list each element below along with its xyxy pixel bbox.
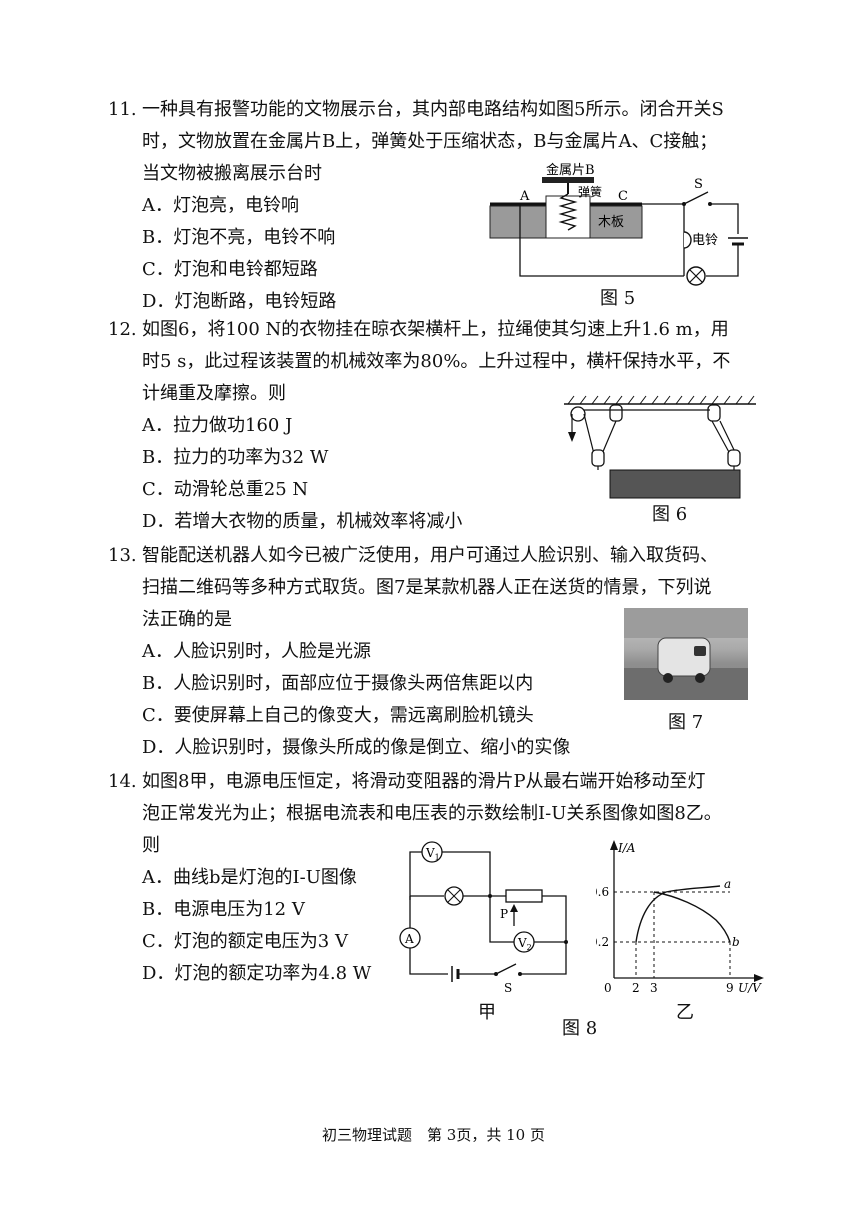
bell-icon (683, 231, 692, 249)
board-cavity (545, 195, 591, 239)
ceiling-hatch (567, 395, 755, 405)
curve-b-label: b (732, 935, 740, 949)
question-text: 一种具有报警功能的文物展示台，其内部电路结构如图5所示。闭合开关S (142, 99, 724, 120)
figure-5-circuit: 金属片B 弹簧 A C 木板 S 电铃 (489, 162, 748, 286)
figure-8-caption: 图 8 (562, 1018, 598, 1039)
question-number: 11. (108, 99, 137, 120)
x-tick-label: 9 (726, 981, 734, 995)
question-12: 12.如图6，将100 N的衣物挂在晾衣架横杆上，拉绳使其匀速上升1.6 m，用… (108, 314, 808, 538)
delivery-robot-icon (624, 608, 748, 700)
figure-5-caption: 图 5 (600, 288, 636, 309)
question-text: 当文物被搬离展示台时 (142, 163, 322, 184)
figure-6-caption: 图 6 (652, 504, 688, 525)
option-a: A．曲线b是灯泡的I-U图像 (142, 867, 357, 888)
figure-8-circuit: V1 P V2 A S (399, 841, 568, 995)
label-s: S (504, 981, 512, 995)
y-tick-label: 0.6 (596, 885, 609, 899)
label-ammeter: A (404, 932, 414, 946)
question-text: 如图8甲，电源电压恒定，将滑动变阻器的滑片P从最右端开始移动至灯 (142, 771, 706, 792)
y-tick-label: 0.2 (596, 935, 609, 949)
figure-8-jia-caption: 甲 (478, 1002, 496, 1023)
figure-8-iu-graph: I/A U/V 0 0.6 0.2 2 3 9 a b (596, 840, 764, 995)
switch-s (495, 963, 517, 975)
option-b: B．人脸识别时，面部应位于摄像头两倍焦距以内 (142, 673, 534, 694)
clothes-block (609, 469, 741, 499)
label-v1: V1 (425, 846, 440, 862)
question-text: 计绳重及摩擦。则 (142, 383, 286, 404)
option-a: A．人脸识别时，人脸是光源 (142, 641, 371, 662)
question-number: 12. (108, 319, 137, 340)
question-14: 14.如图8甲，电源电压恒定，将滑动变阻器的滑片P从最右端开始移动至灯 泡正常发… (108, 766, 808, 990)
x-tick-label: 2 (632, 981, 640, 995)
rheostat (505, 889, 543, 903)
question-text: 如图6，将100 N的衣物挂在晾衣架横杆上，拉绳使其匀速上升1.6 m，用 (142, 319, 729, 340)
curve-a (635, 885, 721, 943)
option-b: B．拉力的功率为32 W (142, 447, 329, 468)
option-b: B．电源电压为12 V (142, 899, 305, 920)
movable-pulley-icon (591, 449, 605, 467)
label-c: C (618, 189, 628, 204)
question-number: 13. (108, 545, 137, 566)
fixed-pulley-icon (707, 404, 721, 422)
option-d: D．灯泡断路，电铃短路 (142, 291, 337, 312)
curve-b (653, 891, 731, 943)
option-b: B．灯泡不亮，电铃不响 (142, 227, 336, 248)
label-bell: 电铃 (692, 233, 718, 248)
question-text: 法正确的是 (142, 609, 232, 630)
figure-6-clothes-rack (564, 395, 756, 499)
question-text: 则 (142, 835, 160, 856)
option-c: C．灯泡和电铃都短路 (142, 259, 318, 280)
option-d: D．灯泡的额定功率为4.8 W (142, 963, 372, 984)
figure-7-robot-photo (624, 608, 748, 700)
question-11: 11.一种具有报警功能的文物展示台，其内部电路结构如图5所示。闭合开关S 时，文… (108, 94, 808, 318)
question-text: 泡正常发光为止；根据电流表和电压表的示数绘制I-U关系图像如图8乙。 (142, 803, 722, 824)
option-d: D．人脸识别时，摄像头所成的像是倒立、缩小的实像 (142, 737, 571, 758)
fixed-pulley-icon (570, 406, 586, 422)
switch-s (683, 191, 709, 205)
spring (558, 193, 578, 231)
option-d: D．若增大衣物的质量，机械效率将减小 (142, 511, 463, 532)
curve-a-label: a (724, 877, 731, 891)
page-footer: 初三物理试题 第 3页，共 10 页 (322, 1126, 545, 1144)
origin-label: 0 (604, 981, 612, 995)
label-metal-b: 金属片B (546, 162, 595, 178)
y-axis-label: I/A (617, 841, 636, 855)
option-c: C．动滑轮总重25 N (142, 479, 309, 500)
label-v2: V2 (517, 936, 532, 952)
question-text: 时，文物放置在金属片B上，弹簧处于压缩状态，B与金属片A、C接触； (142, 131, 718, 152)
question-13: 13.智能配送机器人如今已被广泛使用，用户可通过人脸识别、输入取货码、 扫描二维… (108, 540, 808, 764)
label-p: P (500, 907, 508, 921)
x-tick-label: 3 (650, 981, 658, 995)
option-a: A．灯泡亮，电铃响 (142, 195, 299, 216)
figure-8-yi-caption: 乙 (676, 1002, 694, 1023)
question-number: 14. (108, 771, 137, 792)
figure-7-caption: 图 7 (668, 712, 704, 733)
slider-p-arrow-icon (510, 904, 518, 912)
metal-plate-b (542, 177, 594, 183)
option-c: C．灯泡的额定电压为3 V (142, 931, 348, 952)
movable-pulley-icon (727, 449, 741, 467)
x-axis-label: U/V (738, 981, 762, 995)
question-text: 智能配送机器人如今已被广泛使用，用户可通过人脸识别、输入取货码、 (142, 545, 718, 566)
label-spring: 弹簧 (578, 184, 602, 199)
question-text: 扫描二维码等多种方式取货。图7是某款机器人正在送货的情景，下列说 (142, 577, 712, 598)
label-a: A (519, 189, 530, 204)
arrow-down-icon (568, 432, 576, 442)
question-text: 时5 s，此过程该装置的机械效率为80%。上升过程中，横杆保持水平，不 (142, 351, 731, 372)
label-s: S (694, 177, 703, 192)
label-board: 木板 (598, 215, 624, 230)
fixed-pulley-icon (609, 404, 623, 422)
option-a: A．拉力做功160 J (142, 415, 293, 436)
option-c: C．要使屏幕上自己的像变大，需远离刷脸机镜头 (142, 705, 534, 726)
